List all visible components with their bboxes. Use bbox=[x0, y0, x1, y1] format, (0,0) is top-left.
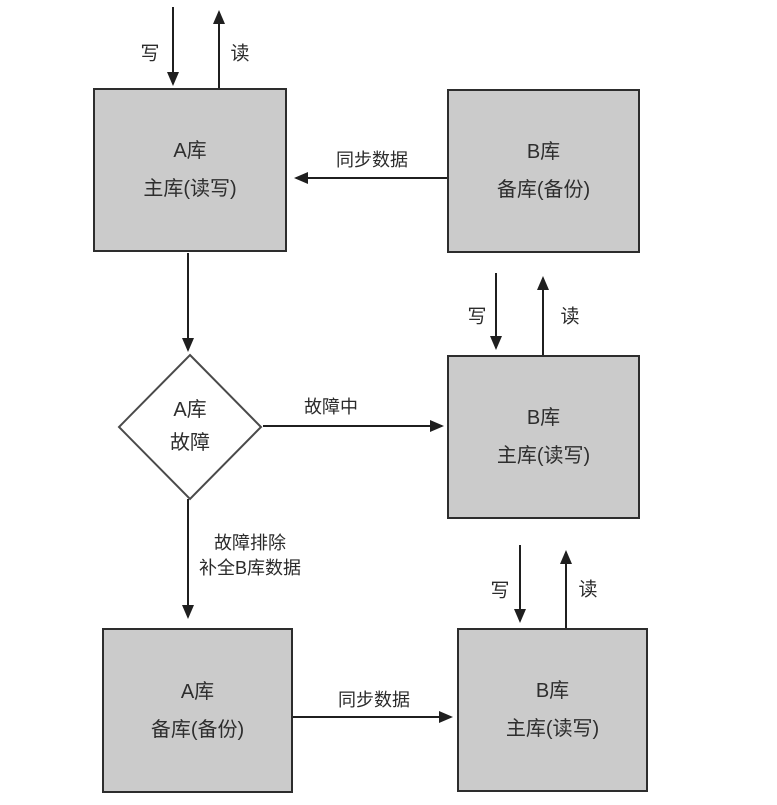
node-a-backup-line2: 备库(备份) bbox=[150, 718, 245, 741]
node-b-backup: B库 备库(备份) bbox=[447, 89, 640, 253]
node-b-primary-mid: B库 主库(读写) bbox=[447, 355, 640, 519]
node-a-backup-line1: A库 bbox=[180, 680, 215, 703]
edge-label-fault-in-progress: 故障中 bbox=[304, 397, 358, 417]
node-b-primary-bottom-line2: 主库(读写) bbox=[505, 718, 600, 740]
node-a-backup: A库 备库(备份) bbox=[102, 628, 293, 793]
edge-label-write-mid: 写 bbox=[467, 306, 487, 328]
node-b-primary-mid-line1: B库 bbox=[526, 407, 561, 429]
decision-a-fault-line1: A库 bbox=[173, 399, 207, 421]
edge-label-sync-top: 同步数据 bbox=[336, 150, 408, 170]
node-a-primary-line2: 主库(读写) bbox=[143, 178, 237, 200]
node-b-primary-mid-line2: 主库(读写) bbox=[496, 445, 591, 467]
edge-label-read-top: 读 bbox=[230, 43, 250, 65]
edge-label-fault-fixed-line2: 补全B库数据 bbox=[198, 558, 302, 578]
node-b-backup-line2: 备库(备份) bbox=[496, 179, 591, 201]
edge-label-write-bottom: 写 bbox=[490, 580, 510, 602]
node-b-backup-line1: B库 bbox=[526, 141, 561, 163]
decision-a-fault-line2: 故障 bbox=[170, 432, 210, 454]
edge-label-read-mid: 读 bbox=[560, 306, 580, 328]
edge-label-fault-fixed: 故障排除 补全B库数据 bbox=[199, 531, 301, 581]
decision-diamond-shape bbox=[117, 353, 263, 501]
edge-label-sync-bottom: 同步数据 bbox=[338, 690, 410, 710]
edge-label-write-top: 写 bbox=[140, 43, 160, 65]
edge-label-fault-fixed-line1: 故障排除 bbox=[213, 533, 286, 553]
decision-a-fault: A库 故障 bbox=[170, 394, 210, 460]
edge-label-read-bottom: 读 bbox=[578, 579, 598, 601]
node-a-primary: A库 主库(读写) bbox=[93, 88, 287, 252]
node-b-primary-bottom-line1: B库 bbox=[535, 680, 570, 702]
node-b-primary-bottom: B库 主库(读写) bbox=[457, 628, 648, 792]
node-a-primary-line1: A库 bbox=[173, 140, 207, 162]
